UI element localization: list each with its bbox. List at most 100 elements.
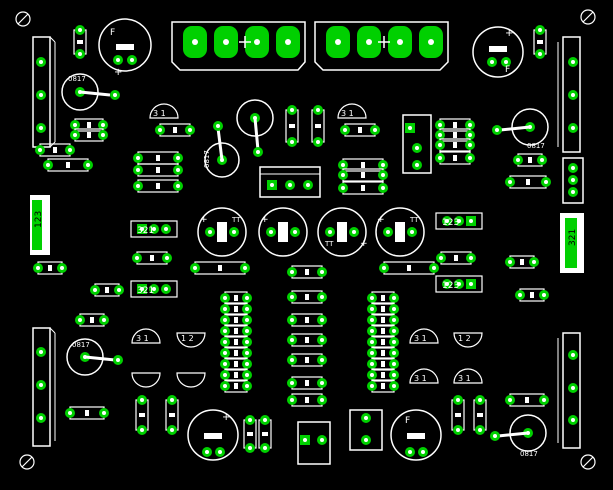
resistor [435,151,475,165]
ic-small-top-right [402,114,432,174]
svg-text:3 1: 3 1 [414,334,427,343]
svg-text:0817: 0817 [72,341,90,349]
capacitor-top-right: F + [472,26,524,78]
svg-text:+: + [261,215,269,225]
resistor [435,138,475,152]
output-connector-right: 321 [560,213,584,273]
svg-text:3 1: 3 1 [458,374,471,383]
ic-row-right-2: 123 [435,275,483,293]
power-transistor-right-bottom [557,332,581,449]
resistor [65,406,109,420]
resistor [135,395,149,435]
svg-text:0817: 0817 [527,142,545,150]
ic-row-left-2: 321 [130,280,178,298]
svg-text:+: + [222,412,230,423]
trimmer-bot-right: 0817 [490,414,547,458]
capacitor-mid-2: + [258,207,308,257]
trimmer-top-left: 0817 [61,73,120,111]
svg-text:+: + [505,28,513,39]
resistor [133,179,183,193]
resistor [35,143,75,157]
resistor [258,415,272,453]
svg-text:321: 321 [568,229,578,246]
svg-text:1 2: 1 2 [181,334,194,343]
capacitor-bottom-right: F [390,409,442,461]
resistor [90,283,124,297]
resistor [338,181,388,195]
resistor [287,290,327,304]
regulator-bottom-center [297,421,331,465]
resistor [379,261,439,275]
capacitor-mid-4: + TT [375,207,425,257]
svg-text:1 2: 1 2 [458,334,471,343]
svg-text:123: 123 [442,281,459,291]
svg-text:123: 123 [442,218,459,228]
resistor [338,168,388,182]
ic-row-left-1: 321 [130,220,178,238]
resistor [73,25,87,59]
power-transistor-left-bottom [32,327,56,447]
resistor [505,255,539,269]
resistor [287,313,327,327]
svg-text:F: F [505,65,510,75]
resistor [311,105,325,147]
regulator-top-center [259,166,321,198]
resistor [285,105,299,147]
resistor [367,324,399,338]
resistor [367,346,399,360]
resistor [33,261,67,275]
resistor [367,302,399,316]
resistor [287,265,327,279]
main-connector-right [314,21,449,71]
small-connector-right-top [562,157,584,204]
power-transistor-right-top [557,36,581,153]
svg-text:TT: TT [231,216,241,224]
resistor [367,335,399,349]
resistor [220,324,252,338]
resistor [367,291,399,305]
resistor [220,346,252,360]
ic-row-right-1: 123 [435,212,483,230]
resistor [367,313,399,327]
trimmer-bot-left: 0817 [66,338,123,376]
svg-text:0817: 0817 [203,150,211,168]
resistor [287,333,327,347]
transistor-group [131,103,483,388]
resistor [338,158,388,172]
resistor [75,313,109,327]
resistor [70,128,108,142]
svg-text:TT: TT [409,216,419,224]
resistor [515,288,549,302]
resistor [287,376,327,390]
resistor [473,395,487,435]
resistor [132,251,172,265]
resistor [133,151,183,165]
capacitor-top-left: F + [98,18,152,78]
trimmer-mid-center [236,99,274,157]
resistor [287,353,327,367]
resistor [451,395,465,435]
svg-text:3 1: 3 1 [341,109,354,118]
svg-text:3 1: 3 1 [414,374,427,383]
svg-text:F: F [405,416,410,426]
resistor [220,357,252,371]
resistor-array [33,25,551,453]
svg-text:+: + [360,239,368,249]
capacitor-mid-1: + TT [197,207,247,257]
mounting-hole-icon [15,9,596,470]
resistor [287,393,327,407]
svg-text:F: F [110,28,115,38]
resistor [220,302,252,316]
resistor [133,163,183,177]
svg-text:123: 123 [34,211,44,228]
main-connector-left [171,21,306,71]
svg-text:3 1: 3 1 [153,109,166,118]
trimmer-mid-left: 0817 [203,121,240,178]
resistor [165,395,179,435]
resistor [505,175,551,189]
resistor [220,379,252,393]
resistor [435,118,475,132]
resistor [70,118,108,132]
svg-text:321: 321 [137,286,154,296]
